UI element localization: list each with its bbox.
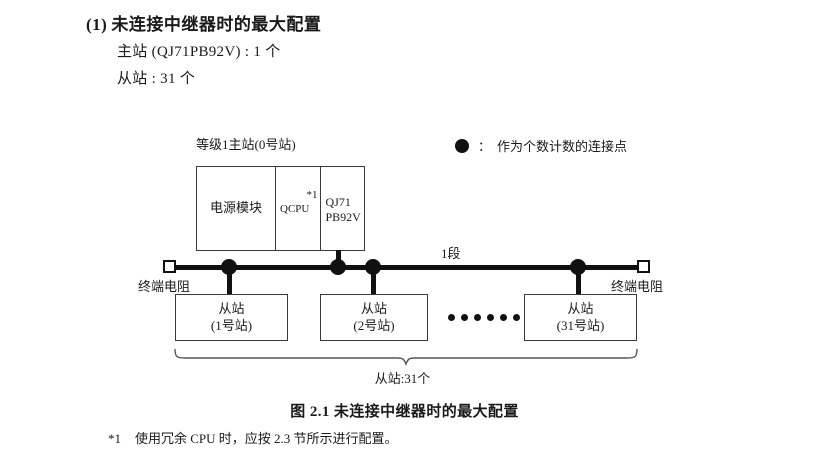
terminating-resistor-icon-right bbox=[637, 260, 650, 273]
section-heading: (1)未连接中继器时的最大配置 bbox=[86, 10, 321, 35]
figure-caption: 图 2.1 未连接中继器时的最大配置 bbox=[290, 404, 519, 420]
slave-31-station: (31号站) bbox=[556, 317, 605, 333]
drop-line-slave1 bbox=[227, 266, 232, 296]
drop-line-slave2 bbox=[371, 266, 376, 296]
connection-node-master bbox=[330, 259, 346, 275]
legend-colon: ： bbox=[478, 139, 492, 154]
slave-1-title: 从站 bbox=[218, 300, 245, 316]
slave-2-title: 从站 bbox=[360, 300, 387, 316]
bus-trunk-line bbox=[167, 265, 646, 270]
rack-cell-cpu: QCPU *1 bbox=[276, 167, 321, 250]
slave-box-31: 从站 (31号站) bbox=[524, 294, 637, 341]
section-number: (1) bbox=[86, 15, 108, 34]
rack-cell-power-supply: 电源模块 bbox=[197, 167, 276, 250]
section-title-text: 未连接中继器时的最大配置 bbox=[111, 15, 322, 34]
slave-box-1: 从站 (1号站) bbox=[175, 294, 288, 341]
terminating-resistor-icon-left bbox=[163, 260, 176, 273]
footnote-text: 使用冗余 CPU 时，应按 2.3 节所示进行配置。 bbox=[135, 431, 398, 446]
slave-group-brace bbox=[173, 348, 639, 366]
slave-2-station: (2号站) bbox=[353, 317, 395, 333]
slave-box-2: 从站 (2号站) bbox=[320, 294, 428, 341]
legend-text: 作为个数计数的连接点 bbox=[497, 139, 628, 154]
cpu-label: QCPU bbox=[280, 203, 310, 215]
drop-line-slave31 bbox=[576, 266, 581, 296]
network-module-line2: PB92V bbox=[325, 210, 361, 224]
terminator-label-left: 终端电阻 bbox=[138, 279, 191, 294]
cpu-footnote-ref: *1 bbox=[306, 189, 318, 201]
figure-caption-wrapper: 图 2.1 未连接中继器时的最大配置 bbox=[0, 400, 821, 421]
footnote: *1 使用冗余 CPU 时，应按 2.3 节所示进行配置。 bbox=[108, 428, 398, 447]
spec-master-count: 主站 (QJ71PB92V) : 1 个 bbox=[117, 44, 281, 60]
slave-1-station: (1号站) bbox=[210, 317, 253, 333]
power-supply-label: 电源模块 bbox=[209, 200, 262, 216]
network-module-line1: QJ71 bbox=[325, 195, 351, 209]
spec-slave-count: 从站 : 31 个 bbox=[117, 71, 196, 87]
legend: ： 作为个数计数的连接点 bbox=[455, 136, 627, 155]
brace-label-wrapper: 从站:31个 bbox=[0, 368, 821, 387]
horizontal-ellipsis-icon bbox=[448, 314, 520, 321]
terminator-label-right: 终端电阻 bbox=[611, 279, 664, 294]
master-station-label: 等级1主站(0号站) bbox=[196, 137, 296, 152]
filled-circle-icon bbox=[455, 138, 469, 153]
slave-total-label: 从站:31个 bbox=[374, 371, 431, 386]
footnote-mark: *1 bbox=[108, 431, 121, 446]
slave-31-title: 从站 bbox=[567, 300, 594, 316]
segment-label: 1段 bbox=[441, 246, 461, 261]
